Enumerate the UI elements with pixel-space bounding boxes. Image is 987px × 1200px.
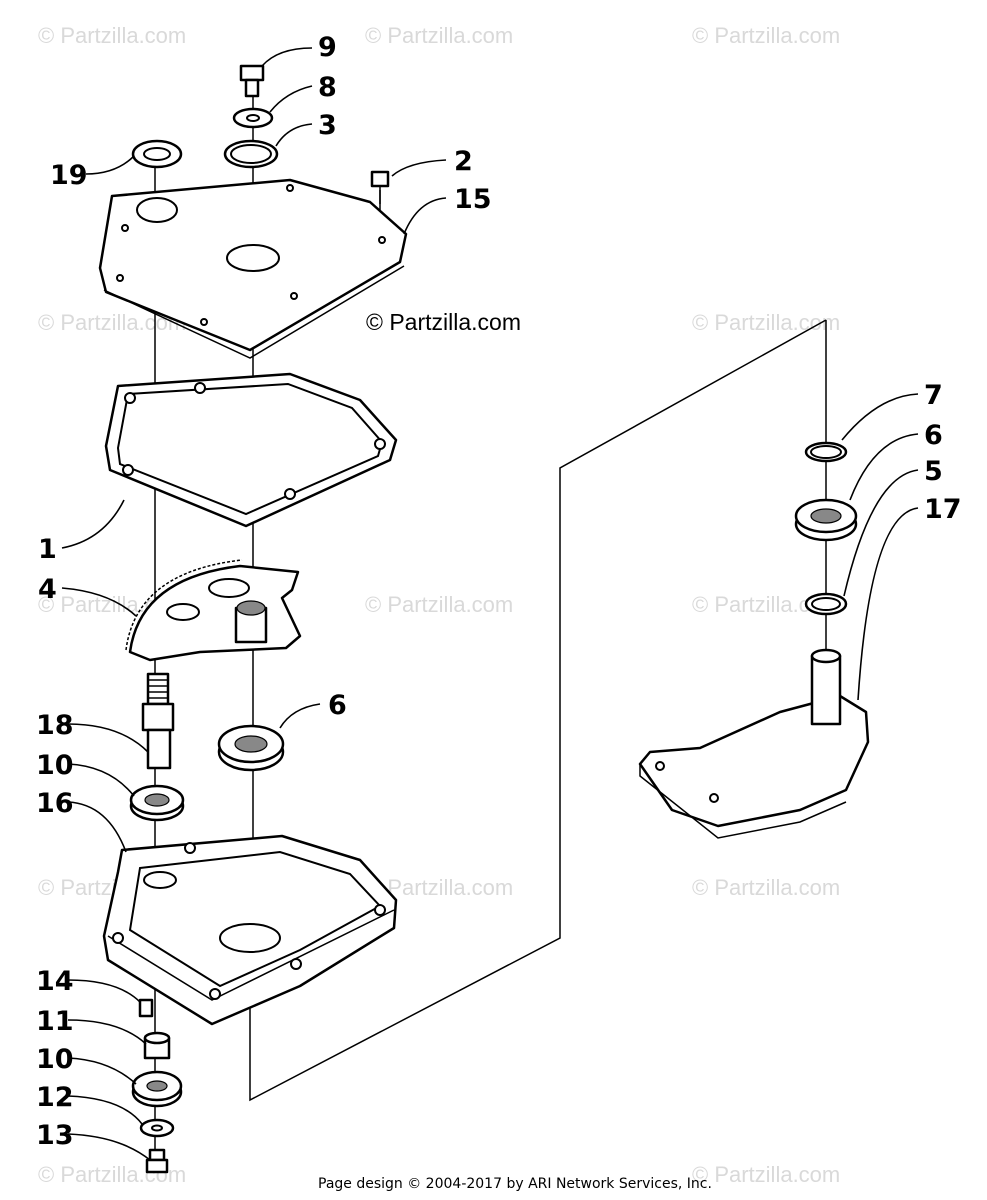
bearing-part-6-right[interactable]: [794, 498, 858, 542]
gear-sector-part-4[interactable]: [125, 559, 302, 662]
callout-4: 4: [38, 574, 57, 605]
bolt-part-13[interactable]: [145, 1148, 169, 1174]
watermark: © Partzilla.com: [692, 23, 840, 48]
bearing-part-10-lower[interactable]: [131, 1070, 183, 1108]
callout-7: 7: [924, 380, 943, 411]
callout-1: 1: [38, 534, 57, 565]
footer-text: Page design © 2004-2017 by ARI Network S…: [318, 1176, 712, 1192]
pinion-shaft-part-18[interactable]: [141, 672, 175, 770]
watermark: © Partzilla.com: [38, 23, 186, 48]
watermark: © Partzilla.com: [365, 592, 513, 617]
callout-12: 12: [36, 1082, 74, 1113]
watermark: © Partzilla.com: [692, 1162, 840, 1187]
seal-part-19[interactable]: [131, 139, 183, 169]
callout-14: 14: [36, 966, 74, 997]
callout-2: 2: [454, 146, 473, 177]
bushing-part-11[interactable]: [143, 1031, 171, 1060]
callout-13: 13: [36, 1120, 74, 1151]
callout-11: 11: [36, 1006, 74, 1037]
cover-plate-part-15[interactable]: [98, 178, 408, 359]
o-ring-part-5[interactable]: [804, 592, 848, 616]
callout-6-right: 6: [924, 420, 943, 451]
leader-lines: [61, 47, 919, 1161]
bolt-part-9[interactable]: [239, 64, 265, 98]
washer-part-12[interactable]: [139, 1118, 175, 1138]
callout-5: 5: [924, 456, 943, 487]
callout-16: 16: [36, 788, 74, 819]
watermark: © Partzilla.com: [365, 23, 513, 48]
fitting-part-14[interactable]: [138, 998, 154, 1018]
callout-15: 15: [454, 184, 492, 215]
callout-18: 18: [36, 710, 74, 741]
callout-10-lower: 10: [36, 1044, 74, 1075]
callout-19: 19: [50, 160, 88, 191]
watermark: © Partzilla.com: [692, 310, 840, 335]
callout-3: 3: [318, 110, 337, 141]
callout-numbers: 9 8 3 19 2 15 1 4 18 10 16 6 14 11 10 12…: [36, 32, 962, 1151]
bearing-part-6-left[interactable]: [217, 724, 285, 772]
screw-part-2[interactable]: [370, 170, 390, 204]
gasket-part-1[interactable]: [104, 372, 398, 528]
watermark: © Partzilla.com: [692, 875, 840, 900]
housing-part-16[interactable]: [102, 834, 398, 1026]
callout-17: 17: [924, 494, 962, 525]
callout-6-left: 6: [328, 690, 347, 721]
callout-10-upper: 10: [36, 750, 74, 781]
copyright-label: © Partzilla.com: [366, 309, 521, 335]
callout-9: 9: [318, 32, 337, 63]
snap-ring-part-7[interactable]: [804, 441, 848, 463]
arm-part-17[interactable]: [638, 648, 870, 839]
bearing-part-10-upper[interactable]: [129, 784, 185, 822]
callout-8: 8: [318, 72, 337, 103]
o-ring-part-3[interactable]: [223, 139, 279, 169]
washer-part-8[interactable]: [232, 107, 274, 129]
